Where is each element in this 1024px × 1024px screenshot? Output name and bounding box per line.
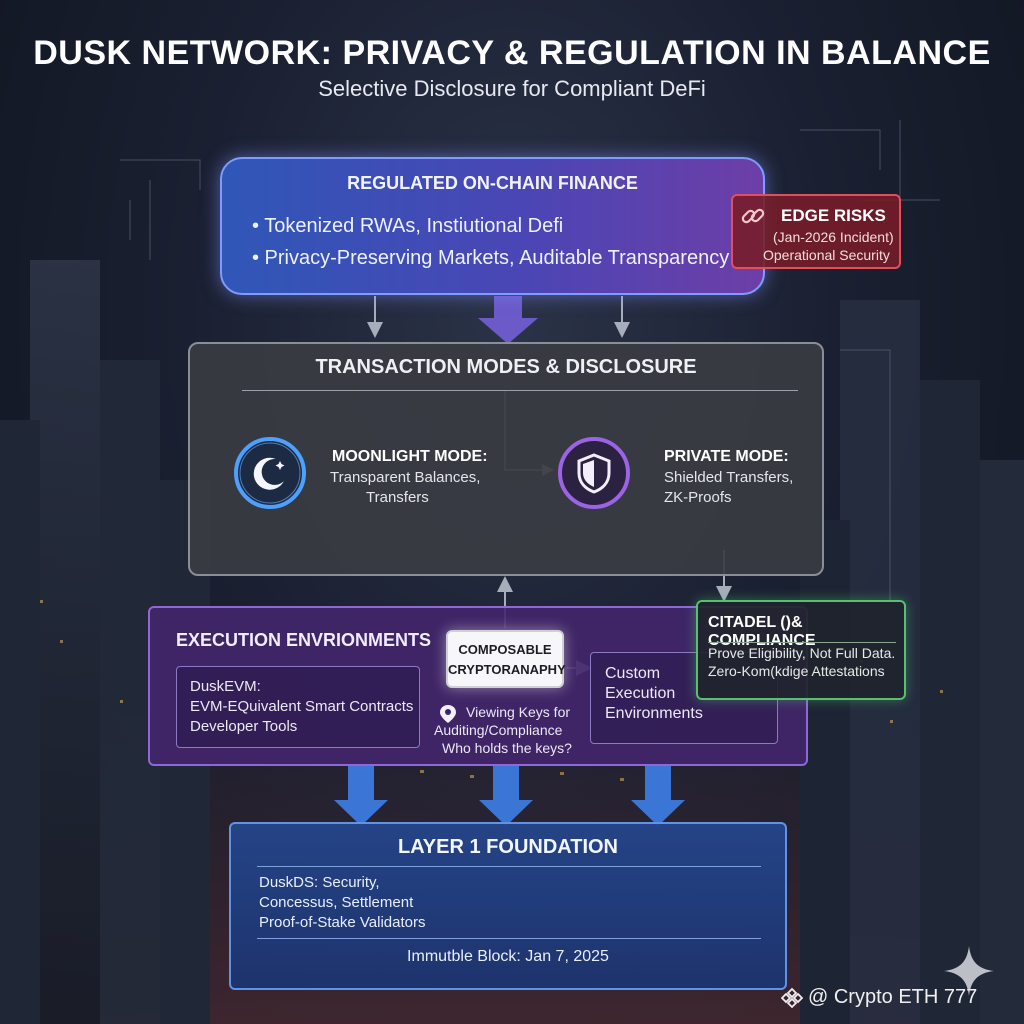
divider (257, 938, 761, 939)
private-mode-title: PRIVATE MODE: (664, 448, 789, 465)
regulated-finance-title: REGULATED ON-CHAIN FINANCE (347, 173, 638, 193)
execution-environments-title: EXECUTION ENVRIONMENTS (176, 630, 432, 650)
binance-diamond-icon (781, 987, 803, 1009)
citadel-compliance-title: CITADEL ()& COMPLIANCE (708, 614, 816, 649)
transaction-modes-title: TRANSACTION MODES & DISCLOSURE (315, 356, 697, 378)
edge-risks-text: (Jan-2026 Incident) (773, 229, 894, 245)
sparkle-icon (944, 946, 994, 996)
regulated-bullet: • Privacy-Preserving Markets, Auditable … (252, 247, 730, 269)
divider (257, 866, 761, 867)
citadel-compliance-text: Prove Eligibility, Not Full Data. (708, 645, 896, 661)
link-icon (741, 208, 765, 224)
layer1-foundation-box: LAYER 1 FOUNDATION DuskDS: Security, Con… (229, 822, 787, 990)
composable-cryptography-text: COMPOSABLE (458, 642, 552, 657)
moonlight-mode-text: Transparent Balances, (330, 469, 481, 486)
dusk-evm-text: DuskEVM: (190, 678, 261, 695)
composable-cryptography-text: CRYPTORANAPHY (448, 662, 566, 677)
custom-execution-text: Execution (605, 685, 676, 702)
key-pin-icon (440, 705, 456, 723)
dusk-evm-text: Developer Tools (190, 718, 298, 735)
edge-risks-box: EDGE RISKS (Jan-2026 Incident) Operation… (731, 194, 901, 269)
divider (242, 390, 798, 391)
immutable-block-text: Immutble Block: Jan 7, 2025 (407, 948, 609, 965)
custom-execution-text: Custom (605, 665, 661, 682)
composable-cryptography-box: COMPOSABLE CRYPTORANAPHY (446, 630, 566, 688)
regulated-bullet: • Tokenized RWAs, Instiutional Defi (252, 215, 564, 237)
layer1-foundation-text: DuskDS: Security, (259, 874, 380, 891)
layer1-foundation-text: Concessus, Settlement (259, 894, 414, 911)
layer1-foundation-text: Proof-of-Stake Validators (259, 914, 426, 931)
moon-star-icon (234, 437, 306, 509)
page-title: DUSK NETWORK: PRIVACY & REGULATION IN BA… (33, 34, 991, 72)
moonlight-mode-title: MOONLIGHT MODE: (332, 448, 488, 465)
divider (708, 642, 896, 643)
dusk-evm-text: EVM-EQuivalent Smart Contracts (190, 698, 414, 715)
dusk-evm-box: DuskEVM: EVM-EQuivalent Smart Contracts … (176, 666, 420, 748)
regulated-finance-box: REGULATED ON-CHAIN FINANCE • Tokenized R… (220, 157, 765, 295)
citadel-compliance-box: CITADEL ()& COMPLIANCE Prove Eligibility… (696, 600, 906, 700)
viewing-keys-text: Viewing Keys for (466, 704, 571, 720)
watermark-text: @ Crypto ETH 777 (808, 986, 978, 1008)
viewing-keys-text: Auditing/Compliance (434, 722, 563, 738)
edge-risks-title: EDGE RISKS (781, 206, 886, 225)
private-mode-text: Shielded Transfers, (664, 469, 794, 486)
shield-icon (558, 437, 630, 509)
citadel-compliance-text: Zero-Kom(kdige Attestations (708, 663, 885, 679)
viewing-keys-text: Who holds the keys? (442, 740, 572, 756)
page-subtitle: Selective Disclosure for Compliant DeFi (318, 76, 706, 101)
moonlight-mode-text: Transfers (366, 489, 429, 506)
custom-execution-text: Environments (605, 705, 703, 722)
private-mode-text: ZK-Proofs (664, 489, 732, 506)
layer1-foundation-title: LAYER 1 FOUNDATION (397, 836, 619, 858)
transaction-modes-box: TRANSACTION MODES & DISCLOSURE MOONLIGHT… (188, 342, 824, 576)
edge-risks-text: Operational Security (763, 247, 890, 263)
